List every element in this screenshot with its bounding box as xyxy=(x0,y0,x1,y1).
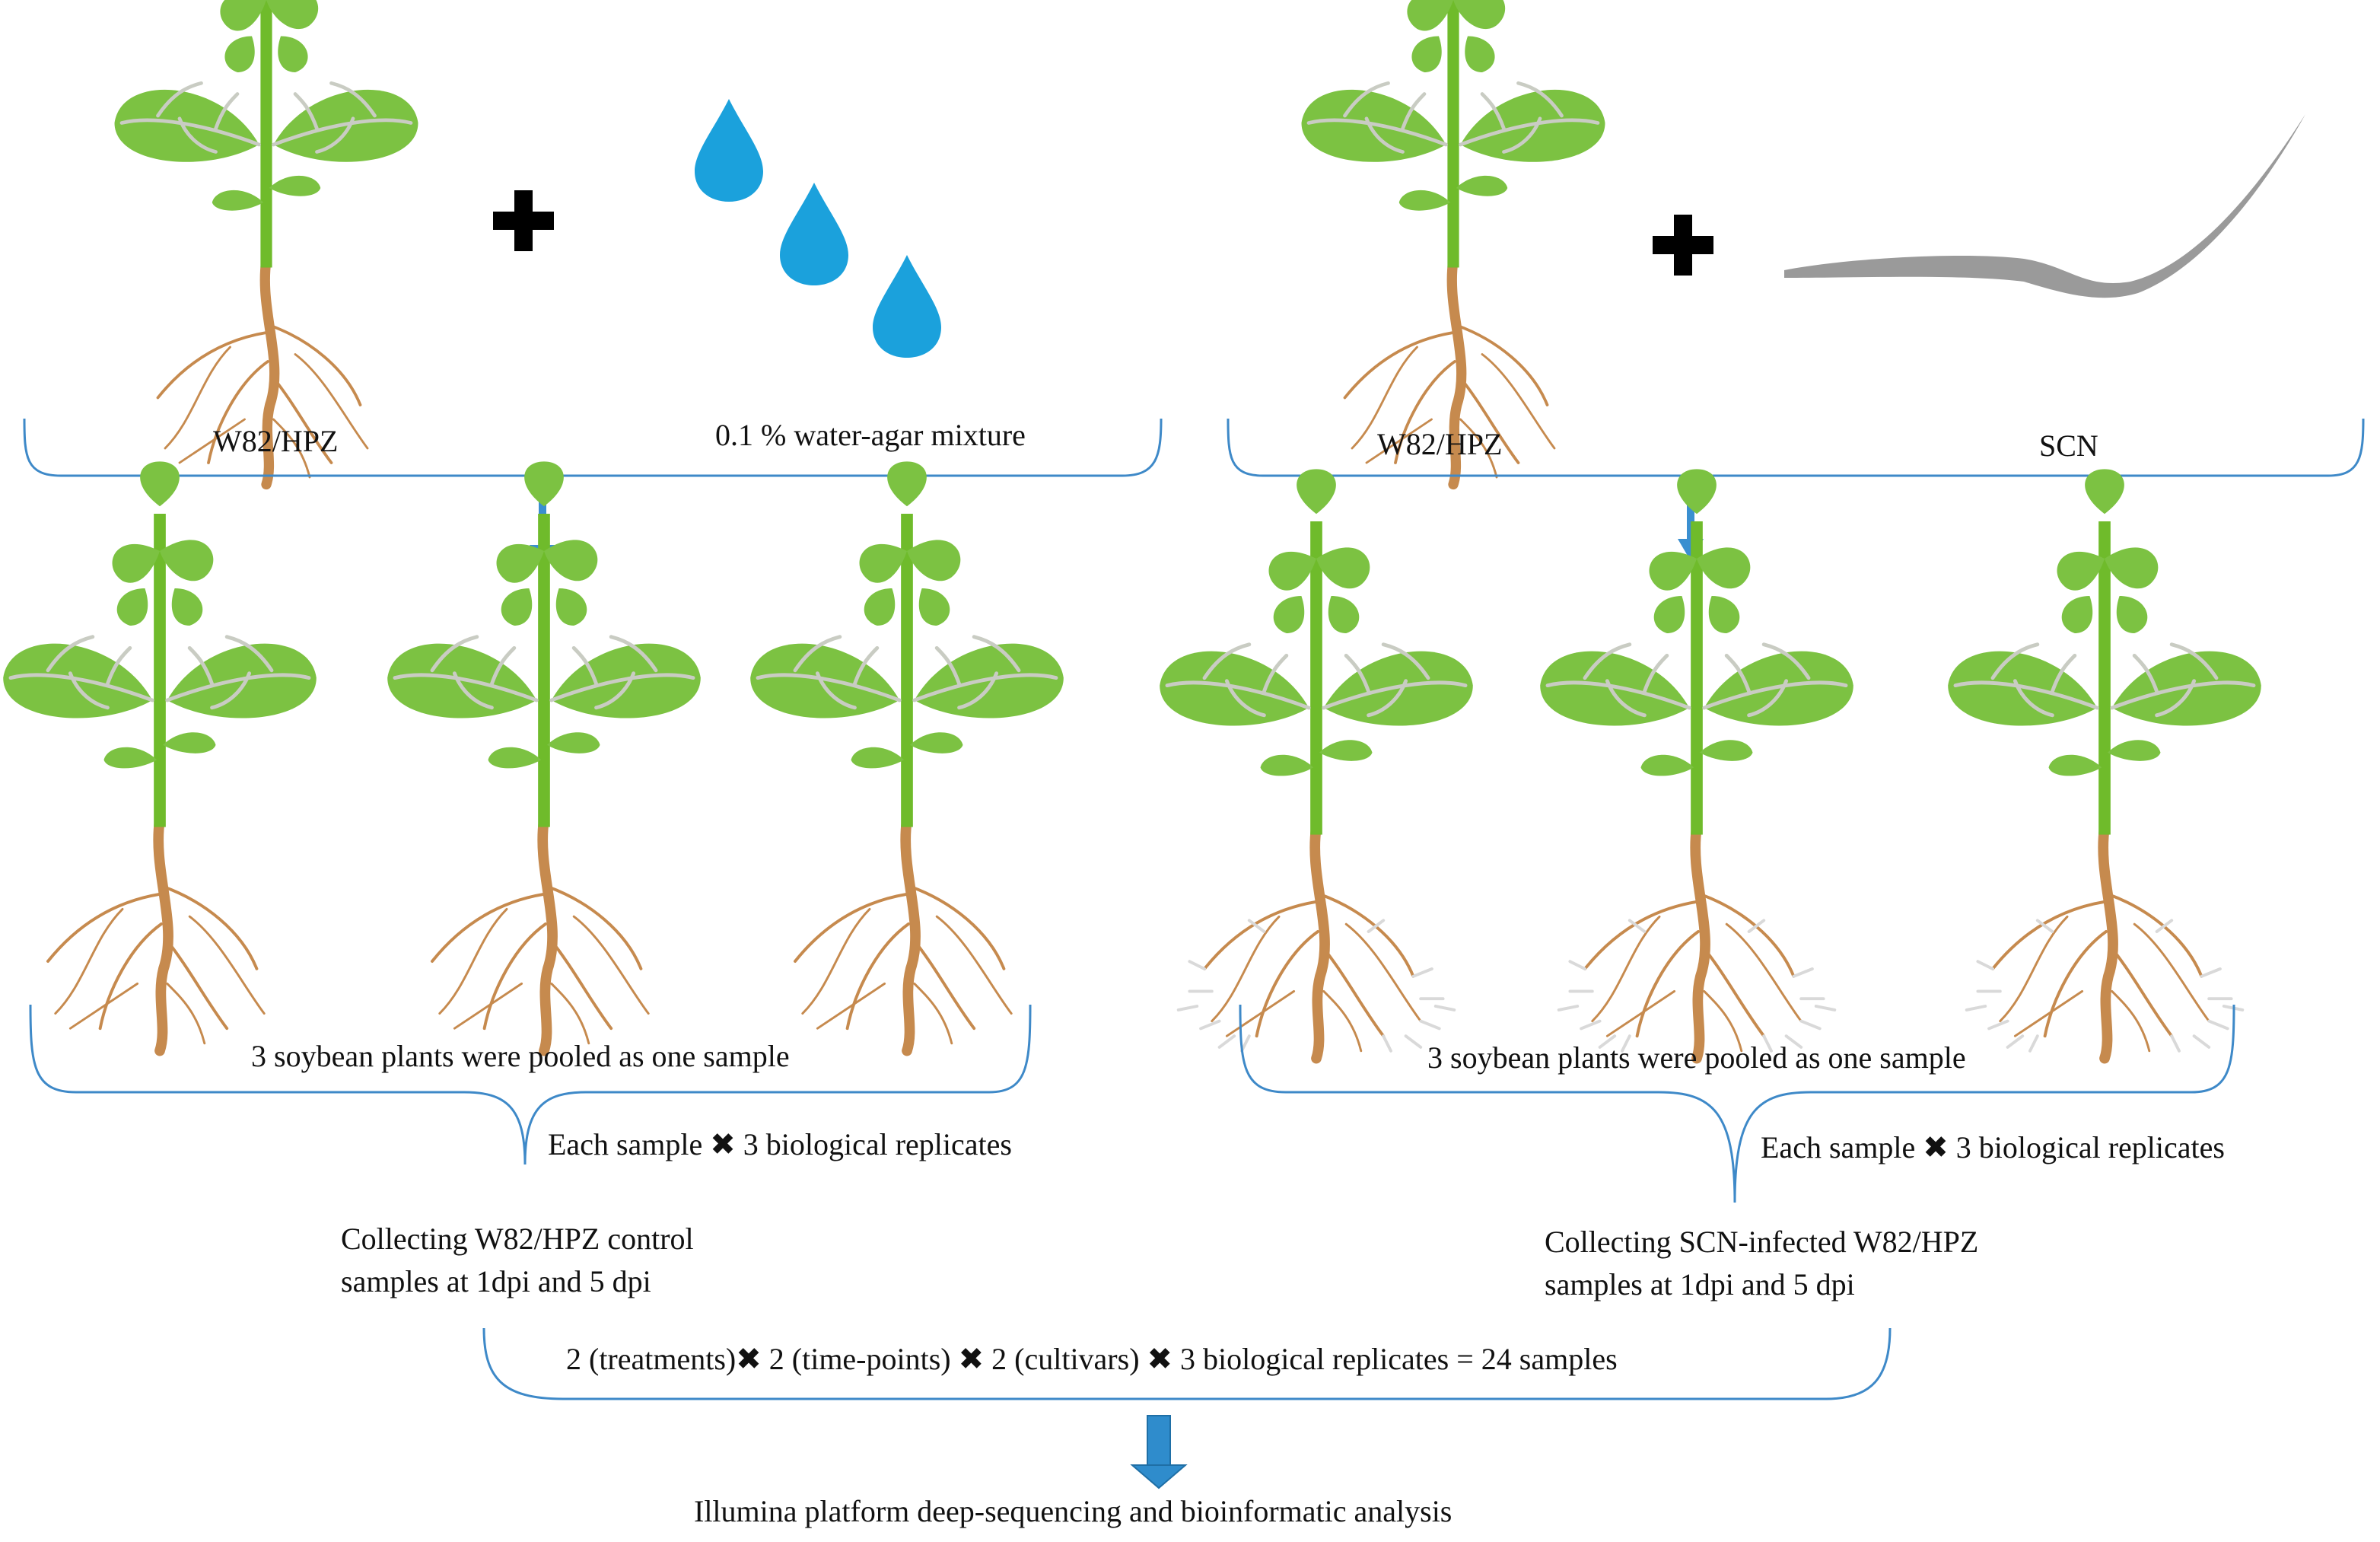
soybean-plant-icon xyxy=(387,461,701,1050)
top-left-bracket xyxy=(23,418,1163,477)
left-pool-label: 3 soybean plants were pooled as one samp… xyxy=(251,1039,790,1073)
right-replicates-label: Each sample ✖ 3 biological replicates xyxy=(1761,1129,2225,1166)
scn-label: SCN xyxy=(2039,429,2098,463)
replicates-post: 3 biological replicates xyxy=(743,1127,1012,1161)
left-replicates-label: Each sample ✖ 3 biological replicates xyxy=(548,1126,1012,1163)
replicates-pre: Each sample xyxy=(548,1127,703,1161)
right-cultivar-label: W82/HPZ xyxy=(1377,427,1503,461)
soybean-plant-icon xyxy=(114,0,418,484)
soybean-plant-icon xyxy=(1302,0,1605,484)
formula-replicates-total: 3 biological replicates = 24 samples xyxy=(1180,1342,1618,1376)
soybean-plant-icon xyxy=(750,461,1064,1050)
multiply-icon: ✖ xyxy=(1923,1130,1949,1165)
water-drop-icon xyxy=(695,99,763,202)
soybean-plant-icon xyxy=(1540,469,1853,1058)
formula-time-points: 2 (time-points) xyxy=(768,1342,951,1376)
sample-formula: 2 (treatments)✖ 2 (time-points) ✖ 2 (cul… xyxy=(566,1341,1618,1378)
multiply-icon: ✖ xyxy=(958,1342,985,1377)
nematode-icon xyxy=(1784,114,2305,298)
final-analysis-label: Illumina platform deep-sequencing and bi… xyxy=(694,1494,1452,1528)
soybean-plant-icon xyxy=(3,461,317,1050)
pool-left-bracket xyxy=(29,1004,1032,1165)
right-collect-line2: samples at 1dpi and 5 dpi xyxy=(1545,1267,1855,1301)
down-arrow-icon xyxy=(1130,1415,1188,1489)
formula-treatments: 2 (treatments) xyxy=(566,1342,737,1376)
top-right-bracket xyxy=(1227,418,2365,477)
formula-cultivars: 2 (cultivars) xyxy=(991,1342,1140,1376)
water-drop-icon xyxy=(780,183,848,285)
multiply-icon: ✖ xyxy=(1147,1342,1173,1377)
left-collect-line2: samples at 1dpi and 5 dpi xyxy=(341,1264,651,1298)
right-pool-label: 3 soybean plants were pooled as one samp… xyxy=(1427,1040,1966,1075)
pool-right-bracket xyxy=(1239,1004,2235,1203)
left-collect-line1: Collecting W82/HPZ control xyxy=(341,1222,694,1256)
replicates-post: 3 biological replicates xyxy=(1955,1130,2225,1164)
multiply-icon: ✖ xyxy=(736,1342,762,1377)
plus-icon xyxy=(1653,215,1713,276)
multiply-icon: ✖ xyxy=(710,1127,736,1162)
plus-icon xyxy=(493,190,554,251)
right-collect-line1: Collecting SCN-infected W82/HPZ xyxy=(1545,1225,1979,1259)
replicates-pre: Each sample xyxy=(1761,1130,1916,1164)
soybean-plant-icon xyxy=(1948,469,2261,1058)
left-cultivar-label: W82/HPZ xyxy=(213,424,339,458)
formula-bracket xyxy=(482,1327,1892,1400)
soybean-plant-icon xyxy=(1160,469,1473,1058)
water-drop-icon xyxy=(873,255,941,358)
water-agar-label: 0.1 % water-agar mixture xyxy=(715,418,1026,452)
